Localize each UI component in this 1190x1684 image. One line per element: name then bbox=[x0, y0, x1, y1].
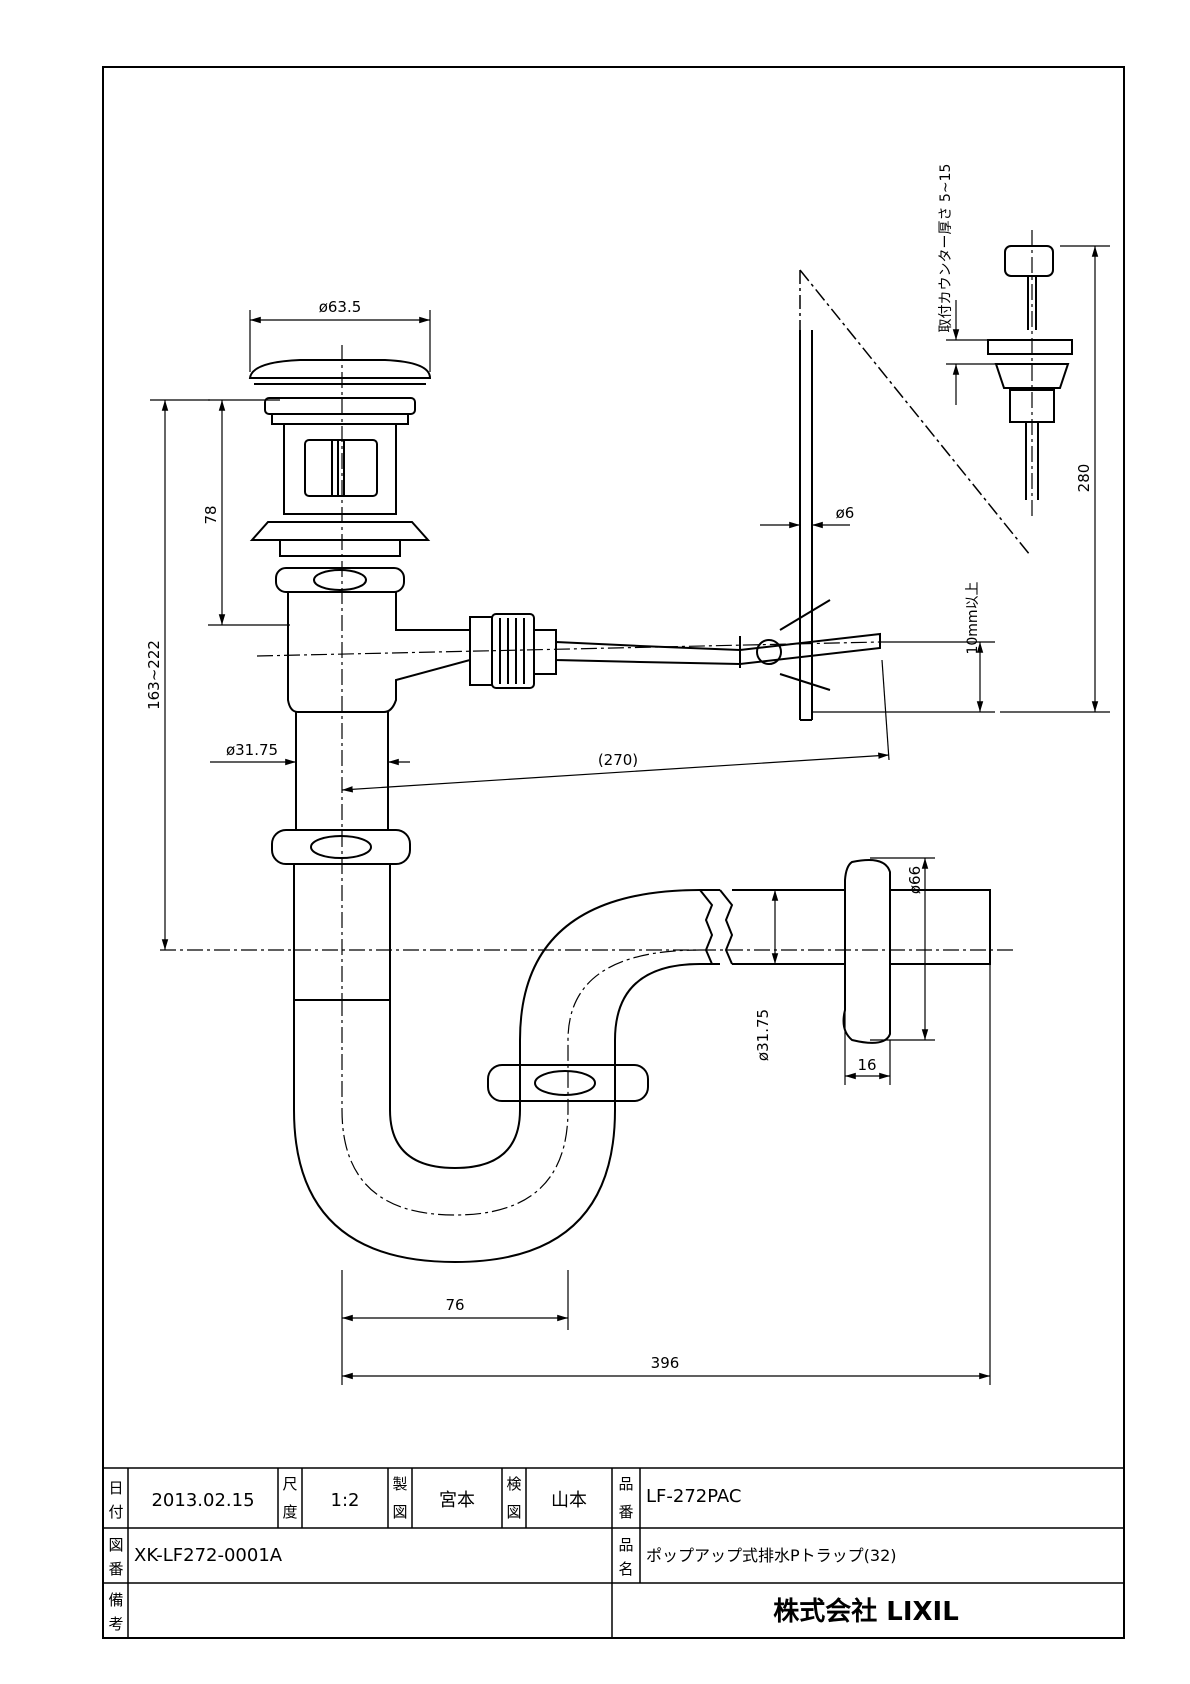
label-remarks-2: 考 bbox=[108, 1615, 123, 1633]
label-date-2: 付 bbox=[108, 1503, 123, 1521]
p-trap-bend bbox=[293, 963, 720, 1264]
dimension-labels: ø63.5 78 163~222 ø31.75 ø6 (270) 取付カウンター… bbox=[145, 164, 1093, 1372]
drain-body bbox=[287, 591, 471, 713]
label-date-1: 日 bbox=[108, 1479, 123, 1497]
dim-rod-diameter: ø6 bbox=[836, 504, 855, 522]
rod-clip bbox=[756, 639, 782, 665]
title-block-text: 日 付 2013.02.15 尺 度 1:2 製 図 宮本 検 図 山本 品 番… bbox=[108, 1475, 958, 1633]
label-scale-1: 尺 bbox=[282, 1475, 297, 1493]
horizontal-rod bbox=[555, 632, 881, 666]
dim-total-length: 396 bbox=[651, 1354, 680, 1372]
label-part-no-1: 品 bbox=[618, 1475, 633, 1493]
dim-wall-flange-diameter: ø66 bbox=[906, 866, 924, 894]
dim-rod-length: (270) bbox=[598, 751, 638, 769]
dim-flange-thickness: 16 bbox=[857, 1056, 876, 1074]
dim-trap-width: 76 bbox=[445, 1296, 464, 1314]
dimension-lines bbox=[150, 245, 1110, 1385]
label-part-name-1: 品 bbox=[618, 1536, 633, 1554]
label-drawn-2: 図 bbox=[392, 1503, 407, 1521]
dim-counter-thickness: 取付カウンター厚さ 5~15 bbox=[938, 164, 954, 333]
drawn-by-value: 宮本 bbox=[439, 1490, 475, 1511]
pop-up-drain-assembly bbox=[248, 245, 1073, 1264]
label-part-name-2: 名 bbox=[618, 1560, 633, 1578]
dim-height-range: 163~222 bbox=[145, 640, 163, 710]
drawing-frame bbox=[102, 66, 1125, 1639]
counter-outline bbox=[799, 269, 1031, 720]
label-drawn-1: 製 bbox=[392, 1475, 407, 1493]
drain-flange bbox=[264, 397, 416, 415]
centerlines bbox=[160, 230, 1033, 1216]
label-remarks-1: 備 bbox=[108, 1591, 123, 1609]
counter-mounting-detail bbox=[799, 245, 1073, 721]
label-drawing-no-1: 図 bbox=[108, 1536, 123, 1554]
dim-pipe-diameter-horizontal: ø31.75 bbox=[754, 1009, 772, 1061]
drain-cap bbox=[248, 359, 432, 379]
label-part-no-2: 番 bbox=[618, 1503, 633, 1521]
checked-by-value: 山本 bbox=[551, 1490, 587, 1511]
title-block bbox=[103, 1467, 1124, 1638]
dim-78: 78 bbox=[202, 505, 220, 524]
label-checked-2: 図 bbox=[506, 1503, 521, 1521]
scale-value: 1:2 bbox=[331, 1490, 360, 1511]
lock-nut-upper bbox=[275, 567, 405, 593]
dim-rod-clearance: 10mm以上 bbox=[965, 581, 981, 654]
company-name: 株式会社 LIXIL bbox=[773, 1596, 959, 1627]
dim-280: 280 bbox=[1075, 464, 1093, 493]
dim-pipe-diameter-vertical: ø31.75 bbox=[226, 741, 278, 759]
dim-cap-diameter: ø63.5 bbox=[319, 298, 362, 316]
wall-flange bbox=[842, 859, 891, 1044]
label-drawing-no-2: 番 bbox=[108, 1560, 123, 1578]
label-checked-1: 検 bbox=[506, 1475, 521, 1493]
slip-nut-middle bbox=[271, 829, 411, 865]
label-scale-2: 度 bbox=[282, 1503, 297, 1521]
part-name-value: ポップアップ式排水Pトラップ(32) bbox=[646, 1546, 897, 1565]
date-value: 2013.02.15 bbox=[151, 1490, 254, 1511]
part-no-value: LF-272PAC bbox=[646, 1486, 742, 1507]
drawing-no-value: XK-LF272-0001A bbox=[134, 1545, 283, 1566]
